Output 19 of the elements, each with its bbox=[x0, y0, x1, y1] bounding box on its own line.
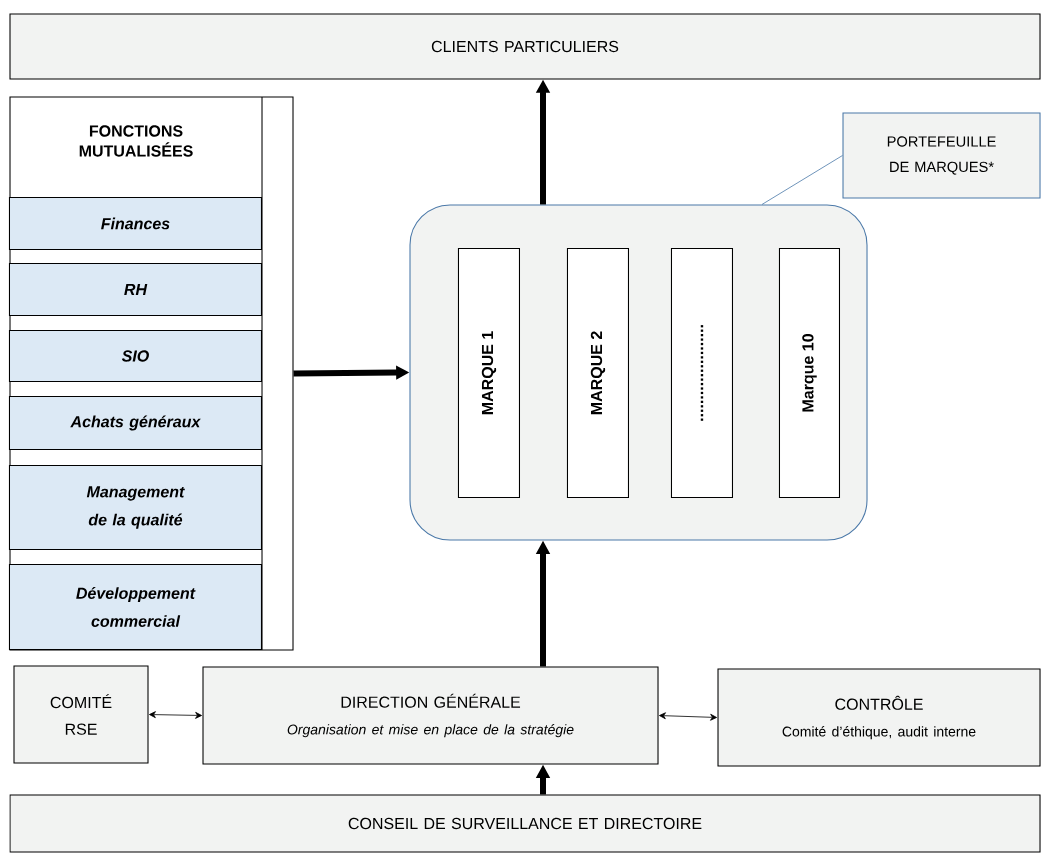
function-box: Achats généraux bbox=[8, 395, 262, 450]
org-box: COMITÉ RSE bbox=[13, 665, 149, 764]
function-box: Management de la qualité bbox=[8, 464, 262, 550]
leader-line bbox=[761, 155, 843, 205]
brand-box: MARQUE 1 bbox=[457, 247, 520, 498]
function-box: RH bbox=[8, 262, 262, 316]
brand-box: MARQUE 2 bbox=[566, 247, 629, 498]
function-box: SIO bbox=[8, 329, 262, 382]
arrow bbox=[659, 712, 717, 721]
brand-box: Marque 10 bbox=[778, 247, 840, 498]
org-box: CONTRÔLE Comité d’éthique, audit interne bbox=[717, 668, 1041, 767]
portfolio-label-box: PORTEFEUILLE DE MARQUES* bbox=[842, 112, 1041, 199]
function-box: Développement commercial bbox=[8, 563, 262, 650]
function-box: Finances bbox=[8, 196, 262, 250]
brand-box: ...................... bbox=[670, 247, 733, 498]
org-box: CLIENTS PARTICULIERS bbox=[9, 13, 1041, 80]
arrow bbox=[149, 711, 202, 719]
org-box: DIRECTION GÉNÉRALE Organisation et mise en place de la stratégie bbox=[202, 666, 659, 765]
org-box: CONSEIL DE SURVEILLANCE ET DIRECTOIRE bbox=[9, 794, 1041, 853]
